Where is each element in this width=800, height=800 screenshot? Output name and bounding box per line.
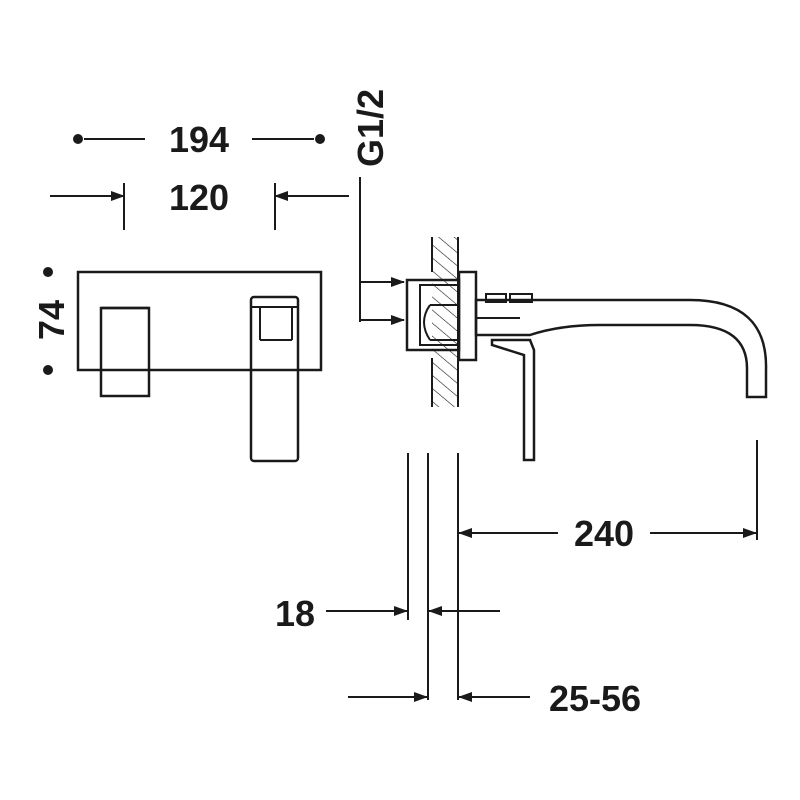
dim-label-25-56: 25-56 bbox=[549, 678, 641, 719]
dim-label-18: 18 bbox=[275, 593, 315, 634]
side-view: G1/2 bbox=[275, 89, 768, 719]
spout bbox=[474, 293, 768, 399]
dimension-25-56: 25-56 bbox=[348, 678, 641, 719]
dimension-74: 74 bbox=[31, 267, 72, 375]
dim-label-194: 194 bbox=[169, 119, 229, 160]
wall-section bbox=[431, 237, 459, 407]
dimension-240: 240 bbox=[458, 513, 757, 554]
dim-label-240: 240 bbox=[574, 513, 634, 554]
thread-label: G1/2 bbox=[350, 89, 391, 167]
dim-label-120: 120 bbox=[169, 177, 229, 218]
dimension-18: 18 bbox=[275, 593, 500, 634]
dimension-120: 120 bbox=[50, 177, 349, 230]
lever-handle-front bbox=[249, 295, 300, 463]
dim-label-74: 74 bbox=[31, 300, 72, 340]
dimension-194: 194 bbox=[73, 119, 325, 160]
front-view: 194 120 74 bbox=[31, 119, 349, 463]
control-knob bbox=[99, 306, 151, 398]
wall-plate bbox=[76, 270, 323, 372]
lever-handle-side bbox=[490, 338, 536, 462]
dim-dot-right bbox=[315, 134, 325, 144]
dim-dot-left bbox=[73, 134, 83, 144]
